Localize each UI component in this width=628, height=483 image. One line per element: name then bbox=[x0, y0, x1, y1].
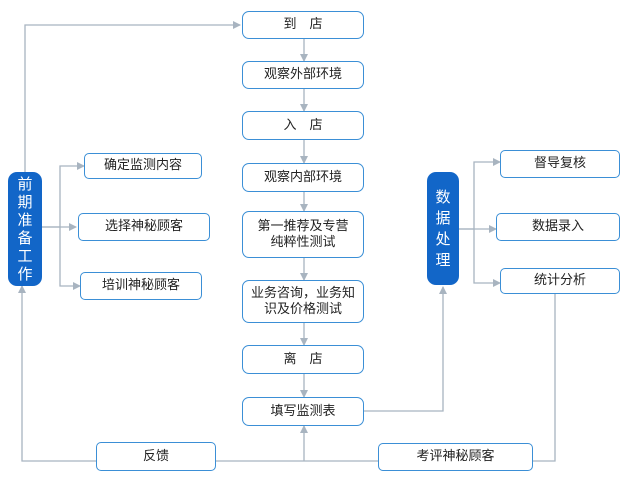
prep-char: 期 bbox=[17, 193, 33, 211]
line-analysis-to-evaluate bbox=[533, 294, 556, 462]
knowledge-test-box: 业务咨询，业务知识及价格测试 bbox=[242, 280, 364, 323]
observe-outside-box: 观察外部环境 bbox=[242, 61, 364, 89]
data-processing-box: 数 据 处 理 bbox=[427, 172, 459, 285]
fill-form-box: 填写监测表 bbox=[242, 397, 364, 426]
arrow-feedback-to-prep bbox=[18, 285, 96, 462]
preparation-box: 前 期 准 备 工 作 bbox=[8, 172, 42, 286]
prep-char: 工 bbox=[17, 247, 33, 265]
data-char: 理 bbox=[435, 250, 451, 269]
evaluate-shopper-box: 考评神秘顾客 bbox=[378, 443, 533, 471]
prep-char: 备 bbox=[17, 229, 33, 247]
arrow-prep-to-arrive bbox=[24, 21, 241, 172]
select-shopper-box: 选择神秘顾客 bbox=[78, 213, 210, 241]
prep-char: 准 bbox=[17, 211, 33, 229]
observe-inside-box: 观察内部环境 bbox=[242, 163, 364, 192]
train-shopper-box: 培训神秘顾客 bbox=[80, 272, 202, 300]
prep-char: 前 bbox=[17, 175, 33, 193]
arrow-fill-to-data bbox=[364, 286, 447, 412]
supervise-review-box: 督导复核 bbox=[500, 150, 620, 178]
data-char: 据 bbox=[435, 208, 451, 227]
arrow-data-to-analysis bbox=[473, 229, 501, 287]
arrow-prep-to-train bbox=[59, 227, 81, 290]
feedback-box: 反馈 bbox=[96, 442, 216, 471]
data-entry-box: 数据录入 bbox=[496, 213, 620, 241]
recommend-test-box: 第一推荐及专营纯粹性测试 bbox=[242, 211, 364, 258]
data-char: 处 bbox=[435, 229, 451, 248]
data-char: 数 bbox=[435, 187, 451, 206]
determine-content-box: 确定监测内容 bbox=[84, 153, 202, 179]
statistical-analysis-box: 统计分析 bbox=[500, 268, 620, 294]
leave-box: 离 店 bbox=[242, 345, 364, 374]
arrow-data-to-supervise bbox=[459, 158, 501, 230]
enter-box: 入 店 bbox=[242, 111, 364, 140]
arrive-box: 到 店 bbox=[242, 11, 364, 39]
prep-char: 作 bbox=[17, 265, 33, 283]
